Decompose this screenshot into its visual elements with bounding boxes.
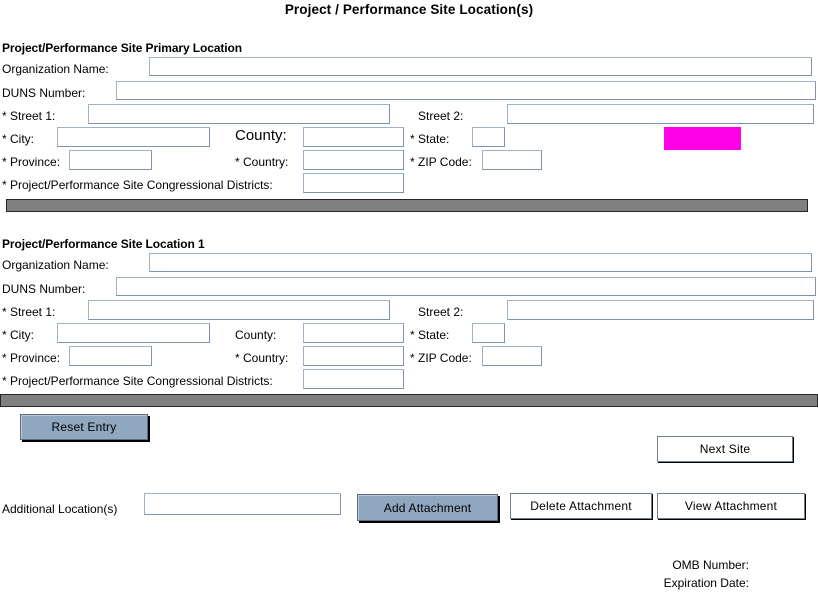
label-street2-1: Street 2: bbox=[418, 305, 464, 319]
label-county-1: County: bbox=[235, 328, 277, 342]
label-country-primary: * Country: bbox=[235, 155, 289, 169]
label-districts-1: * Project/Performance Site Congressional… bbox=[2, 374, 273, 388]
label-street1-primary: * Street 1: bbox=[2, 109, 56, 123]
add-attachment-button[interactable]: Add Attachment bbox=[357, 494, 498, 521]
state-highlight-marker bbox=[664, 127, 741, 150]
input-zip-primary[interactable] bbox=[482, 150, 542, 170]
input-state-primary[interactable] bbox=[472, 127, 505, 147]
label-duns-number-1: DUNS Number: bbox=[2, 282, 86, 296]
input-street1-1[interactable] bbox=[88, 300, 390, 320]
input-country-1[interactable] bbox=[303, 346, 404, 366]
input-country-primary[interactable] bbox=[303, 150, 404, 170]
input-organization-name-primary[interactable] bbox=[149, 57, 812, 76]
label-city-1: * City: bbox=[2, 328, 35, 342]
label-street2-primary: Street 2: bbox=[418, 109, 464, 123]
input-zip-1[interactable] bbox=[482, 346, 542, 366]
view-attachment-button[interactable]: View Attachment bbox=[657, 493, 805, 519]
section-heading-primary: Project/Performance Site Primary Locatio… bbox=[2, 41, 242, 55]
label-state-primary: * State: bbox=[410, 132, 450, 146]
page-title: Project / Performance Site Location(s) bbox=[284, 2, 534, 17]
expiration-date-label: Expiration Date: bbox=[663, 576, 749, 590]
input-districts-primary[interactable] bbox=[303, 173, 404, 193]
label-county-primary: County: bbox=[235, 127, 287, 144]
input-province-1[interactable] bbox=[69, 346, 152, 366]
input-city-primary[interactable] bbox=[57, 127, 210, 147]
label-zip-primary: * ZIP Code: bbox=[410, 155, 472, 169]
section-separator-2 bbox=[0, 394, 818, 407]
label-province-1: * Province: bbox=[2, 351, 61, 365]
label-state-1: * State: bbox=[410, 328, 450, 342]
label-districts-primary: * Project/Performance Site Congressional… bbox=[2, 178, 273, 192]
section-separator-1 bbox=[6, 199, 808, 212]
label-street1-1: * Street 1: bbox=[2, 305, 56, 319]
input-county-primary[interactable] bbox=[303, 127, 404, 147]
label-additional-locations: Additional Location(s) bbox=[2, 502, 118, 516]
input-street1-primary[interactable] bbox=[88, 104, 390, 124]
input-city-1[interactable] bbox=[57, 323, 210, 343]
label-organization-name-primary: Organization Name: bbox=[2, 62, 109, 76]
input-duns-number-1[interactable] bbox=[116, 277, 816, 296]
next-site-button[interactable]: Next Site bbox=[657, 436, 793, 462]
label-province-primary: * Province: bbox=[2, 155, 61, 169]
input-province-primary[interactable] bbox=[69, 150, 152, 170]
input-duns-number-primary[interactable] bbox=[116, 81, 816, 100]
label-city-primary: * City: bbox=[2, 132, 35, 146]
input-districts-1[interactable] bbox=[303, 369, 404, 389]
label-duns-number-primary: DUNS Number: bbox=[2, 86, 86, 100]
input-state-1[interactable] bbox=[472, 323, 505, 343]
label-country-1: * Country: bbox=[235, 351, 289, 365]
label-zip-1: * ZIP Code: bbox=[410, 351, 472, 365]
input-county-1[interactable] bbox=[303, 323, 404, 343]
input-street2-primary[interactable] bbox=[507, 104, 814, 124]
delete-attachment-button[interactable]: Delete Attachment bbox=[510, 493, 652, 519]
input-street2-1[interactable] bbox=[507, 300, 814, 320]
omb-number-label: OMB Number: bbox=[672, 558, 749, 572]
section-heading-location-1: Project/Performance Site Location 1 bbox=[2, 237, 205, 251]
input-additional-locations[interactable] bbox=[144, 493, 341, 515]
label-organization-name-1: Organization Name: bbox=[2, 258, 109, 272]
reset-entry-button[interactable]: Reset Entry bbox=[20, 414, 148, 440]
input-organization-name-1[interactable] bbox=[149, 253, 812, 272]
